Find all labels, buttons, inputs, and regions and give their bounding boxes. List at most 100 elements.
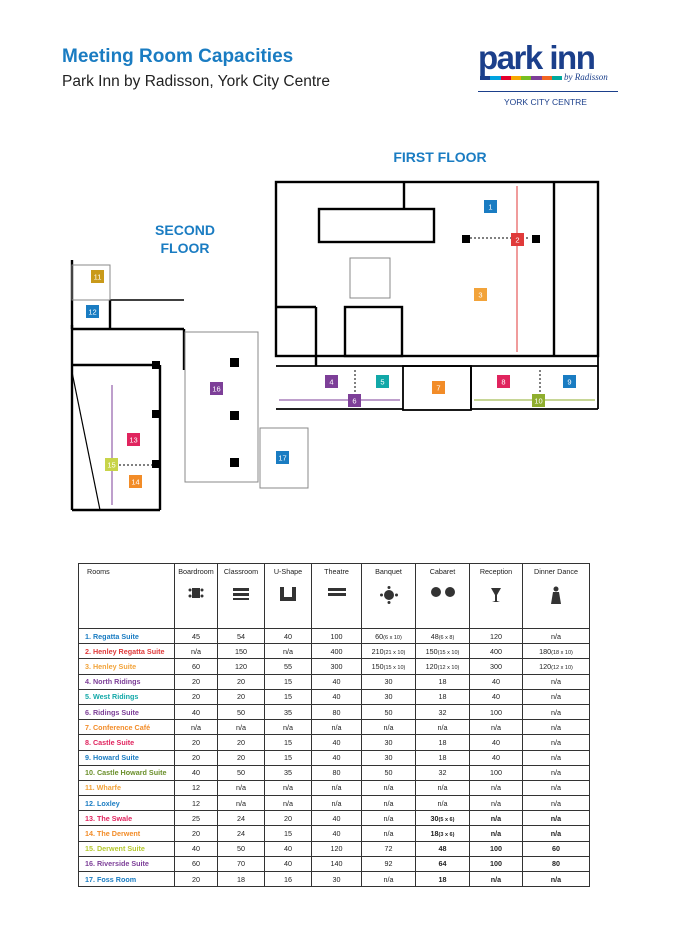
room-marker-13	[127, 433, 140, 446]
capacity-cell: 80	[522, 855, 590, 873]
room-marker-6	[348, 394, 361, 407]
room-name: 7. Conference Café	[78, 719, 175, 736]
room-name: 1. Regatta Suite	[78, 627, 175, 645]
capacity-cell: 100	[311, 627, 362, 645]
room-marker-12	[86, 305, 99, 318]
header-theatre: Theatre	[311, 563, 362, 629]
header-label: Classroom	[223, 567, 259, 576]
capacity-cell: 24	[217, 810, 265, 827]
room-name: 16. Riverside Suite	[78, 855, 175, 873]
cabaret-layout-icon	[430, 587, 455, 597]
room-name: 12. Loxley	[78, 795, 175, 812]
capacity-cell: n/a	[469, 779, 523, 797]
capacity-cell: 92	[361, 855, 416, 873]
capacity-cell: n/a	[469, 825, 523, 842]
capacity-cell: 40	[264, 627, 312, 645]
room-marker-9	[563, 375, 576, 388]
capacity-cell: 150(15 x 10)	[361, 658, 416, 675]
capacity-cell: 20	[174, 749, 218, 766]
table-size-note: (3 x 6)	[438, 832, 455, 839]
capacity-cell: 100	[469, 855, 523, 873]
capacity-cell: 20	[174, 870, 218, 888]
logo-by-radisson: by Radisson	[564, 72, 608, 82]
first-floor-label: FIRST FLOOR	[393, 149, 487, 165]
capacity-cell: 50	[217, 764, 265, 781]
second-floor-label-1: SECOND	[155, 222, 215, 238]
room-name: 13. The Swale	[78, 810, 175, 827]
logo-stripe	[531, 76, 542, 80]
capacity-cell: n/a	[361, 779, 416, 797]
capacity-cell: 55	[264, 658, 312, 675]
room-marker-label: 6	[352, 397, 356, 406]
room-name: 2. Henley Regatta Suite	[78, 643, 175, 660]
capacity-cell: 15	[264, 688, 312, 705]
capacity-cell: 12	[174, 795, 218, 812]
capacity-cell: n/a	[522, 627, 590, 645]
header-cabaret: Cabaret	[415, 563, 470, 629]
table-size-note: (15 x 10)	[383, 664, 406, 671]
header-label: Banquet	[375, 567, 402, 576]
capacity-cell: 400	[469, 643, 523, 660]
capacity-cell: 18	[415, 734, 470, 751]
room-marker-label: 14	[131, 478, 139, 487]
capacity-cell: n/a	[415, 779, 470, 797]
capacity-cell: 80	[311, 703, 362, 721]
header-label: Reception	[479, 567, 513, 576]
capacity-cell: 64	[415, 855, 470, 873]
second-floor-label-2: FLOOR	[160, 240, 210, 256]
logo-wordmark: park inn	[478, 39, 596, 76]
room-name: 5. West Ridings	[78, 688, 175, 705]
capacity-cell: 20	[217, 673, 265, 690]
room-marker-10	[532, 394, 545, 407]
header-reception: Reception	[469, 563, 523, 629]
capacity-cell: 100	[469, 703, 523, 721]
room-marker-label: 4	[329, 378, 333, 387]
capacity-cell: 50	[217, 840, 265, 857]
capacity-cell: n/a	[311, 779, 362, 797]
room-name: 17. Foss Room	[78, 870, 175, 888]
table-size-note: (5 x 6)	[438, 816, 455, 823]
capacity-cell: 20	[174, 673, 218, 690]
capacity-cell: 60	[174, 658, 218, 675]
logo-stripe	[510, 76, 521, 80]
capacity-cell: n/a	[361, 795, 416, 812]
capacity-cell: 50	[361, 703, 416, 721]
capacity-cell: 120	[311, 840, 362, 857]
capacity-cell: n/a	[522, 870, 590, 888]
logo-divider	[478, 91, 618, 92]
capacity-cell: 50	[361, 764, 416, 781]
capacity-cell: 15	[264, 734, 312, 751]
capacity-cell: 70	[217, 855, 265, 873]
header-label: Rooms	[87, 567, 110, 576]
capacity-cell: 15	[264, 673, 312, 690]
page-subtitle: Park Inn by Radisson, York City Centre	[62, 73, 330, 90]
park-inn-logo: park inn by Radisson YORK CITY CENTRE	[478, 40, 618, 110]
capacity-cell: 30	[361, 688, 416, 705]
room-marker-label: 2	[515, 236, 519, 245]
page-title: Meeting Room Capacities	[62, 46, 294, 67]
room-marker-2	[511, 233, 524, 246]
capacity-cell: 20	[217, 734, 265, 751]
room-name: 9. Howard Suite	[78, 749, 175, 766]
capacity-cell: n/a	[522, 810, 590, 827]
capacity-cell: n/a	[469, 795, 523, 812]
capacity-cell: 150(15 x 10)	[415, 643, 470, 660]
capacity-cell: 32	[415, 703, 470, 721]
capacity-cell: 20	[217, 688, 265, 705]
table-size-note: (6 x 8)	[438, 634, 455, 641]
room-marker-label: 17	[278, 454, 286, 463]
room-marker-14	[129, 475, 142, 488]
capacity-cell: n/a	[522, 825, 590, 842]
capacity-cell: n/a	[522, 719, 590, 736]
capacity-cell: 20	[174, 688, 218, 705]
capacity-cell: 300	[311, 658, 362, 675]
capacity-cell: 120(12 x 10)	[415, 658, 470, 675]
